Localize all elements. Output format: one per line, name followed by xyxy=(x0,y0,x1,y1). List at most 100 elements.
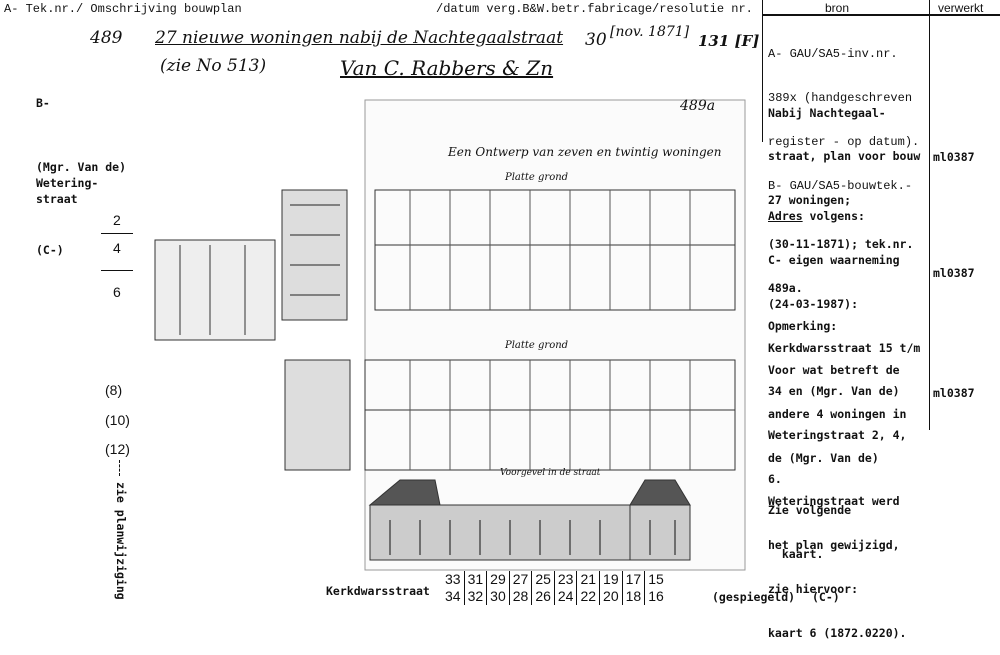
bron-adres-text: Adres volgens: C- eigen waarneming (24-0… xyxy=(768,180,920,501)
odd-number: 27 xyxy=(512,571,529,587)
bron-line: Weteringstraat 2, 4, xyxy=(768,428,907,443)
entry-resolutie: 131 [F] xyxy=(698,32,760,50)
bron-line: (30-11-1871); tek.nr. xyxy=(768,236,914,251)
entry-month: [nov. 1871] xyxy=(610,24,690,40)
bron-line: C- eigen waarneming xyxy=(768,252,900,267)
entry-ref: (zie No 513) xyxy=(160,56,267,76)
odd-number: 23 xyxy=(557,571,574,587)
bron-line: 389x (handgeschreven xyxy=(768,90,913,105)
entry-name: Van C. Rabbers & Zn xyxy=(340,56,554,80)
odd-number: 29 xyxy=(490,571,506,587)
verwerkt-divider xyxy=(929,0,930,430)
bron-line: de (Mgr. Van de) xyxy=(768,450,879,465)
bron-line: het plan gewijzigd, xyxy=(768,538,900,553)
house-number: 4 xyxy=(113,240,121,256)
bron-line: kaart 6 (1872.0220). xyxy=(768,625,907,640)
house-number: 6 xyxy=(113,284,121,300)
header-omschrijving: A- Tek.nr./ Omschrijving bouwplan xyxy=(4,2,242,16)
verwerkt-code: ml0387 xyxy=(933,386,975,400)
divider xyxy=(101,270,133,271)
even-number: 34 xyxy=(445,588,461,604)
dashed-rule xyxy=(119,460,121,476)
bron-line: 6. xyxy=(768,471,782,486)
bron-line: straat, plan voor bouw xyxy=(768,149,921,164)
odd-number: 25 xyxy=(535,571,551,587)
even-number: 20 xyxy=(603,588,619,604)
even-number: 28 xyxy=(512,588,529,604)
entry-description: 27 nieuwe woningen nabij de Nachtegaalst… xyxy=(155,28,564,48)
even-number: 24 xyxy=(557,588,574,604)
bron-next-text: Zie volgende kaart. xyxy=(768,474,851,576)
even-number: 18 xyxy=(625,588,642,604)
odd-number: 15 xyxy=(648,571,664,587)
bron-line: andere 4 woningen in xyxy=(768,406,907,421)
header-bron: bron xyxy=(825,1,850,15)
bron-plan-text: Nabij Nachtegaal- straat, plan voor bouw… xyxy=(768,76,920,310)
adres-heading-rest: volgens: xyxy=(802,209,865,224)
header-rule xyxy=(762,14,1000,16)
odd-number: 21 xyxy=(580,571,597,587)
extra-number: (12) xyxy=(105,441,130,457)
odd-number: 31 xyxy=(467,571,484,587)
extra-number: (10) xyxy=(105,412,130,428)
bron-line: zie hiervoor: xyxy=(768,581,859,596)
facade-label: Voorgevel in de straat xyxy=(500,468,601,478)
even-number: 32 xyxy=(467,588,484,604)
bron-line: 27 woningen; xyxy=(768,193,852,208)
house-number: 2 xyxy=(113,212,121,228)
plan-label: Platte grond xyxy=(505,172,569,183)
odd-number: 19 xyxy=(603,571,619,587)
divider xyxy=(101,233,133,234)
bron-line: 489a. xyxy=(768,280,803,295)
bron-line: kaart. xyxy=(768,546,824,561)
bron-opmerking-text: Opmerking: Voor wat betreft de andere 4 … xyxy=(768,290,906,655)
bron-line: Kerkdwarsstraat 15 t/m xyxy=(768,340,921,355)
bron-source-text: A- GAU/SA5-inv.nr. 389x (handgeschreven … xyxy=(768,18,919,208)
header-verwerkt: verwerkt xyxy=(938,1,984,15)
verwerkt-code: ml0387 xyxy=(933,150,975,164)
entry-number: 489 xyxy=(90,28,123,48)
bron-line: A- GAU/SA5-inv.nr. xyxy=(768,47,898,62)
plan-label: Platte grond xyxy=(505,340,569,351)
verwerkt-code: ml0387 xyxy=(933,266,975,280)
gespiegeld-note: (gespiegeld) xyxy=(712,590,796,604)
street-line-1: (Mgr. Van de) xyxy=(36,160,127,174)
c-label: (C-) xyxy=(36,243,64,257)
extra-number: (8) xyxy=(105,382,123,398)
bron-line: Zie volgende xyxy=(768,503,852,518)
header-datum: /datum verg.B&W.betr.fabricage/resolutie… xyxy=(436,2,753,16)
even-number: 22 xyxy=(580,588,597,604)
odd-number: 33 xyxy=(445,571,461,587)
b-label: B- xyxy=(36,96,50,110)
even-number: 30 xyxy=(490,588,506,604)
bottom-c-label: (C-) xyxy=(812,590,840,604)
bottom-street: Kerkdwarsstraat xyxy=(326,584,430,598)
bron-line: (24-03-1987): xyxy=(768,296,859,311)
bron-line: register - op datum). xyxy=(768,134,920,149)
bron-line: Weteringstraat werd xyxy=(768,494,900,509)
even-number: 26 xyxy=(535,588,551,604)
bron-line: Voor wat betreft de xyxy=(768,362,900,377)
sheet-number: 489a xyxy=(680,98,716,114)
odd-number: 17 xyxy=(625,571,642,587)
bron-line: Opmerking: xyxy=(768,319,838,334)
bron-line: 34 en (Mgr. Van de) xyxy=(768,384,900,399)
drawing-title: Een Ontwerp van zeven en twintig woninge… xyxy=(448,145,722,159)
street-line-2: Wetering- xyxy=(36,176,99,190)
bron-line: B- GAU/SA5-bouwtek.- xyxy=(768,178,913,193)
bron-left-border xyxy=(762,0,763,142)
building-drawing xyxy=(154,99,746,571)
adres-heading: Adres xyxy=(768,209,803,224)
vertical-note: zie planwijziging xyxy=(114,482,128,600)
